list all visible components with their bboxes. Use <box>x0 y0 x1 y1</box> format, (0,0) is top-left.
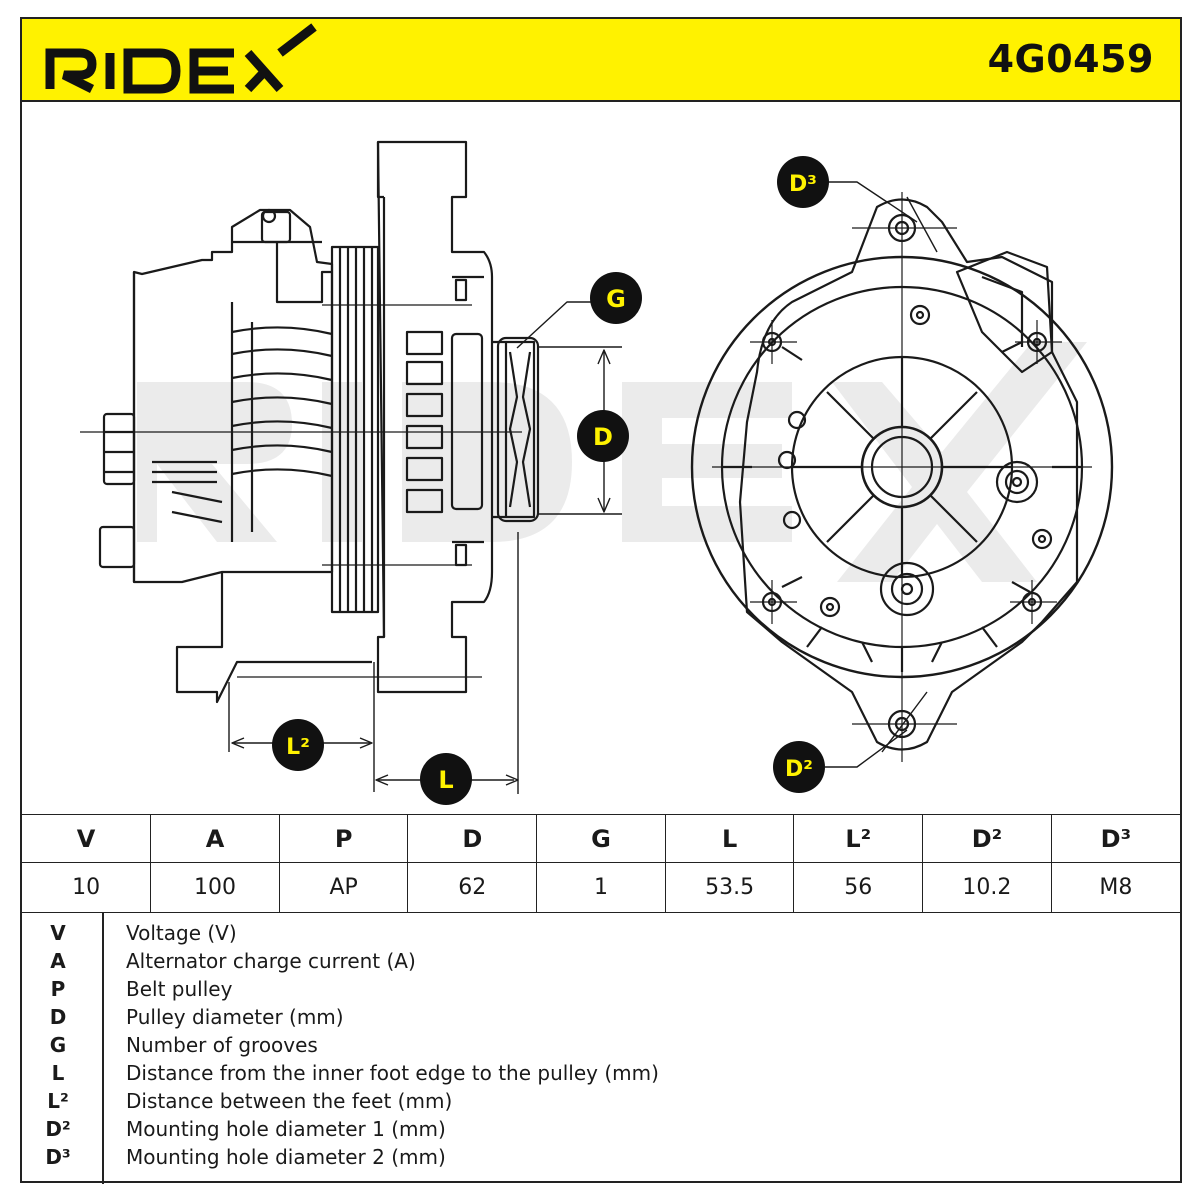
badge-g: G <box>590 272 642 324</box>
legend-abbr: D² <box>45 1117 71 1141</box>
legend-item: D² Mounting hole diameter 1 (mm) <box>22 1117 1180 1145</box>
badge-d2: D² <box>773 741 825 793</box>
spec-table-header-row: V A P D G L L² D² D³ <box>22 814 1180 863</box>
legend-desc: Number of grooves <box>126 1033 318 1057</box>
legend-item: D Pulley diameter (mm) <box>22 1005 1180 1033</box>
badge-d-label: D <box>593 423 613 451</box>
alternator-drawing: G D D³ D² L² L <box>80 140 1114 805</box>
value-cell: 10.2 <box>922 862 1052 913</box>
header-cell: A <box>150 814 280 863</box>
header-cell: P <box>278 814 409 863</box>
legend-item: V Voltage (V) <box>22 921 1180 949</box>
badge-d: D <box>577 410 629 462</box>
header-cell: D² <box>922 814 1052 863</box>
legend-abbr: V <box>50 921 66 945</box>
header-cell: D³ <box>1050 814 1180 863</box>
header-cell: D <box>407 814 538 863</box>
legend-abbr: L² <box>47 1089 69 1113</box>
header-cell: V <box>22 814 152 863</box>
value-cell: 53.5 <box>664 862 795 913</box>
legend-divider <box>102 913 104 1184</box>
technical-drawing: G D D³ D² L² L <box>22 102 1180 814</box>
legend-desc: Mounting hole diameter 2 (mm) <box>126 1145 446 1169</box>
value-cell: 1 <box>536 862 666 913</box>
value-cell: 62 <box>407 862 538 913</box>
legend-abbr: P <box>50 977 66 1001</box>
value-cell: 56 <box>793 862 924 913</box>
part-number: 4G0459 <box>987 37 1154 81</box>
legend-abbr: D³ <box>45 1145 71 1169</box>
spec-sheet: 4G0459 <box>20 17 1182 1184</box>
header-cell: L² <box>793 814 924 863</box>
legend-item: D³ Mounting hole diameter 2 (mm) <box>22 1145 1180 1173</box>
ridex-watermark <box>137 342 1087 582</box>
badge-l2: L² <box>272 719 324 771</box>
badge-d3-label: D³ <box>789 172 817 197</box>
badge-l2-label: L² <box>286 735 310 760</box>
legend-desc: Pulley diameter (mm) <box>126 1005 344 1029</box>
header-bar: 4G0459 <box>22 19 1180 102</box>
legend-desc: Distance from the inner foot edge to the… <box>126 1061 659 1085</box>
legend-desc: Belt pulley <box>126 977 233 1001</box>
spec-table-value-row: 10 100 AP 62 1 53.5 56 10.2 M8 <box>22 862 1180 913</box>
badge-g-label: G <box>606 285 626 313</box>
legend-desc: Voltage (V) <box>126 921 237 945</box>
value-cell: M8 <box>1050 862 1180 913</box>
legend-abbr: L <box>51 1061 65 1085</box>
ridex-logo <box>45 23 317 94</box>
header-cell: L <box>664 814 795 863</box>
badge-l: L <box>420 753 472 805</box>
legend-abbr: A <box>50 949 66 973</box>
legend-item: A Alternator charge current (A) <box>22 949 1180 977</box>
legend-desc: Alternator charge current (A) <box>126 949 416 973</box>
value-cell: AP <box>278 862 409 913</box>
value-cell: 100 <box>150 862 280 913</box>
legend-abbr: G <box>49 1033 67 1057</box>
badge-d2-label: D² <box>785 757 813 782</box>
header-cell: G <box>536 814 666 863</box>
legend-abbr: D <box>49 1005 67 1029</box>
legend-item: P Belt pulley <box>22 977 1180 1005</box>
legend-desc: Distance between the feet (mm) <box>126 1089 453 1113</box>
legend: V Voltage (V) A Alternator charge curren… <box>22 912 1180 1184</box>
badge-d3: D³ <box>777 156 829 208</box>
legend-item: L Distance from the inner foot edge to t… <box>22 1061 1180 1089</box>
spec-table: V A P D G L L² D² D³ 10 100 AP 62 1 53.5… <box>22 814 1180 913</box>
badge-l-label: L <box>438 766 453 794</box>
legend-item: L² Distance between the feet (mm) <box>22 1089 1180 1117</box>
legend-desc: Mounting hole diameter 1 (mm) <box>126 1117 446 1141</box>
value-cell: 10 <box>22 862 152 913</box>
legend-item: G Number of grooves <box>22 1033 1180 1061</box>
